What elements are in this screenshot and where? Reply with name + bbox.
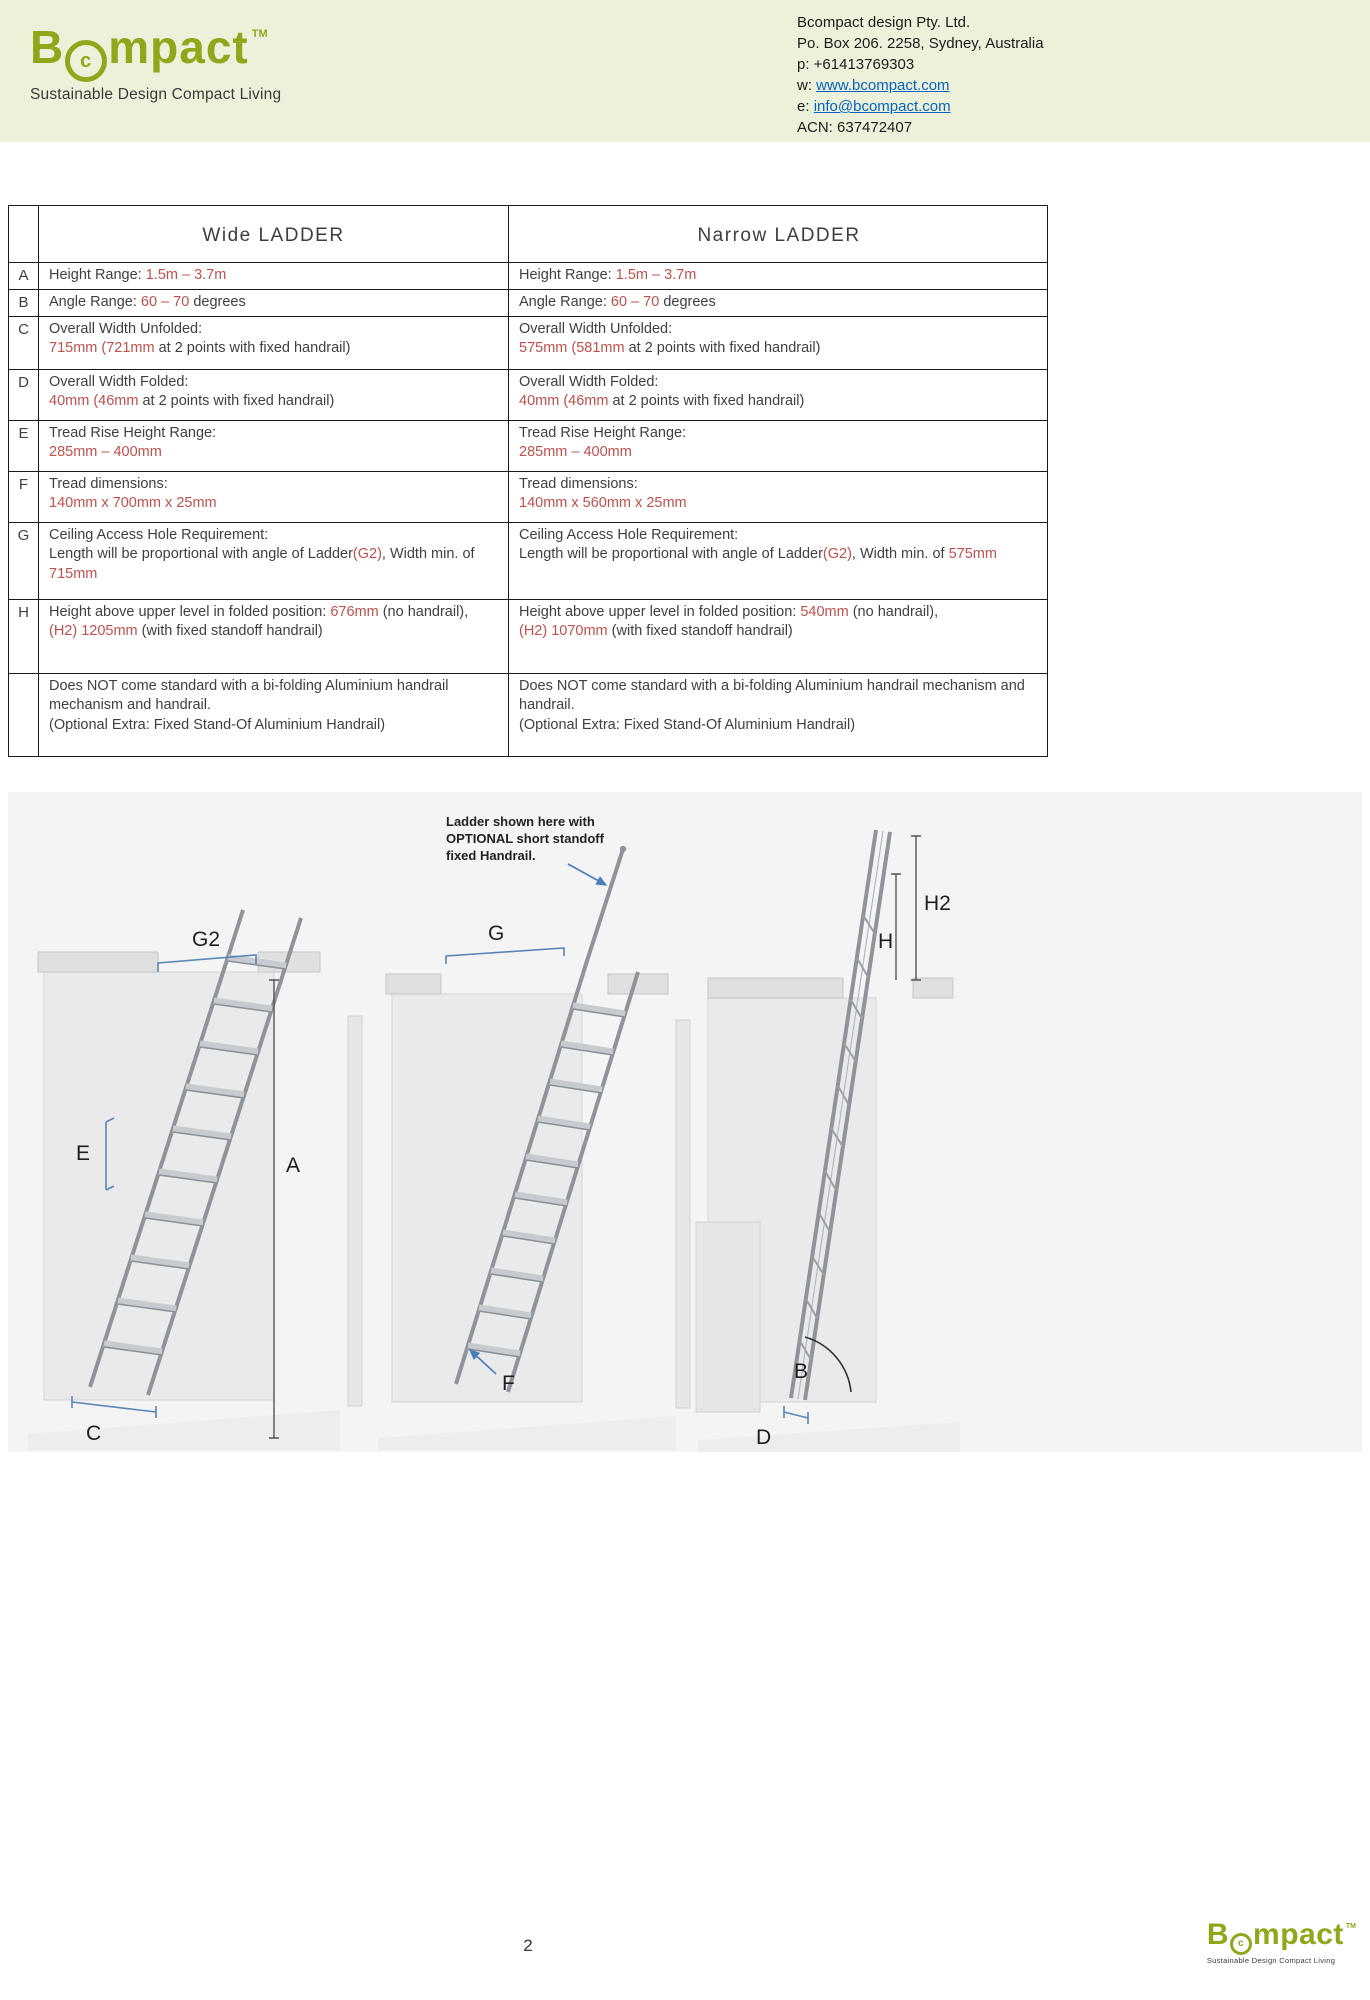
- wordmark-pre: B: [30, 21, 65, 73]
- wordmark-pre: B: [1206, 1918, 1230, 1951]
- footer-brand-tagline: Sustainable Design Compact Living: [1206, 1956, 1336, 1965]
- acn-number: ACN: 637472407: [797, 119, 913, 136]
- web-prefix: w:: [797, 77, 817, 94]
- spec-cell-narrow: Ceiling Access Hole Requirement: Length …: [519, 527, 997, 563]
- dim-label-a: A: [286, 1154, 300, 1177]
- wordmark-post: mpact: [108, 21, 249, 73]
- table-row: H Height above upper level in folded pos…: [9, 599, 1047, 674]
- dimension-marks-left: G2 E A C: [71, 928, 300, 1445]
- dim-label-g2: G2: [192, 928, 220, 951]
- spec-cell-narrow: Does NOT come standard with a bi-folding…: [519, 678, 1025, 733]
- handrail-annotation-line1: Ladder shown here with: [446, 814, 595, 829]
- f-arrow: [468, 1348, 497, 1375]
- spec-cell-wide: Overall Width Folded: 40mm (46mm at 2 po…: [39, 370, 509, 421]
- spec-cell-narrow: Overall Width Folded: 40mm (46mm at 2 po…: [519, 374, 805, 410]
- row-letter: A: [9, 263, 39, 290]
- spec-cell-wide: Tread dimensions: 140mm x 700mm x 25mm: [39, 472, 509, 523]
- page-number: 2: [523, 1936, 533, 1955]
- spec-table: Wide LADDER Narrow LADDER A Height Range…: [8, 205, 1048, 758]
- row-letter: F: [9, 472, 39, 523]
- trademark-mark: TM: [251, 28, 268, 40]
- table-row: F Tread dimensions: 140mm x 700mm x 25mm…: [9, 471, 1047, 523]
- brand-tagline: Sustainable Design Compact Living: [30, 86, 282, 103]
- wordmark-ring-letter: c: [1238, 1938, 1245, 1949]
- room-structure: [28, 951, 960, 1452]
- wide-ladder-header: Wide LADDER: [39, 206, 509, 262]
- table-row: C Overall Width Unfolded: 715mm (721mm a…: [9, 316, 1047, 370]
- spec-cell-wide: Tread Rise Height Range: 285mm – 400mm: [39, 421, 509, 472]
- narrow-ladder-header: Narrow LADDER: [697, 225, 861, 246]
- spec-cell-narrow: Tread dimensions: 140mm x 560mm x 25mm: [519, 476, 687, 512]
- wordmark-post: mpact: [1253, 1918, 1344, 1951]
- row-letter: C: [9, 317, 39, 370]
- spec-cell-wide: Overall Width Unfolded: 715mm (721mm at …: [39, 317, 509, 370]
- annotation-arrow: [567, 863, 608, 886]
- row-letter: [9, 674, 39, 757]
- spec-cell-wide: Height above upper level in folded posit…: [39, 600, 509, 674]
- dim-label-h2: H2: [924, 892, 951, 915]
- spec-cell-wide: Does NOT come standard with a bi-folding…: [39, 674, 509, 757]
- postal-address: Po. Box 206. 2258, Sydney, Australia: [797, 35, 1044, 52]
- logo-ring-icon: c: [65, 40, 108, 82]
- row-letter: D: [9, 370, 39, 421]
- table-row: A Height Range: 1.5m – 3.7m Height Range…: [9, 262, 1047, 290]
- phone-number: p: +61413769303: [797, 56, 915, 73]
- trademark-mark: TM: [1345, 1923, 1356, 1930]
- dim-label-g: G: [488, 922, 504, 945]
- spec-cell-wide: Height Range: 1.5m – 3.7m: [39, 263, 509, 290]
- handrail-annotation-line3: fixed Handrail.: [446, 848, 536, 863]
- row-letter: H: [9, 600, 39, 674]
- handrail-annotation-line2: OPTIONAL short standoff: [446, 831, 605, 846]
- ladders-illustration: G2 E A C Ladder shown here with OPTIONAL…: [28, 814, 960, 1452]
- dimension-marks-right: H2 H B D: [756, 835, 951, 1449]
- contact-info: Bcompact design Pty. Ltd. Po. Box 206. 2…: [797, 12, 1044, 138]
- spec-cell-narrow: Angle Range: 60 – 70 degrees: [519, 294, 716, 311]
- email-line: e: info@bcompact.com: [797, 96, 1044, 117]
- dim-label-d: D: [756, 1426, 771, 1449]
- ladder-diagram: G2 E A C Ladder shown here with OPTIONAL…: [8, 792, 1362, 1452]
- ladder-unfolded-figure: [88, 909, 303, 1396]
- ladder-with-handrail-figure: [454, 845, 640, 1393]
- spec-cell-narrow: Overall Width Unfolded: 575mm (581mm at …: [519, 321, 821, 357]
- row-letter: B: [9, 290, 39, 317]
- spec-cell-narrow: Height above upper level in folded posit…: [519, 604, 939, 640]
- table-row: D Overall Width Folded: 40mm (46mm at 2 …: [9, 369, 1047, 421]
- table-row: B Angle Range: 60 – 70 degrees Angle Ran…: [9, 289, 1047, 317]
- logo-ring-icon: c: [1230, 1933, 1253, 1955]
- row-letter: [9, 206, 39, 262]
- website-link[interactable]: www.bcompact.com: [816, 77, 950, 94]
- email-link[interactable]: info@bcompact.com: [813, 98, 951, 115]
- company-name: Bcompact design Pty. Ltd.: [797, 14, 971, 31]
- spec-cell-wide: Angle Range: 60 – 70 degrees: [39, 290, 509, 317]
- row-letter: G: [9, 523, 39, 600]
- dim-label-b: B: [794, 1360, 808, 1383]
- dim-label-h: H: [878, 930, 893, 953]
- row-letter: E: [9, 421, 39, 472]
- ladder-folded-figure: [789, 829, 892, 1401]
- table-header-row: Wide LADDER Narrow LADDER: [9, 206, 1047, 262]
- dim-label-c: C: [86, 1422, 101, 1445]
- table-row: G Ceiling Access Hole Requirement: Lengt…: [9, 522, 1047, 600]
- email-prefix: e:: [797, 98, 814, 115]
- wordmark-ring-letter: c: [80, 50, 93, 72]
- dim-label-f: F: [502, 1372, 515, 1395]
- spec-cell-narrow: Height Range: 1.5m – 3.7m: [519, 267, 697, 283]
- dim-label-e: E: [76, 1142, 90, 1165]
- dimension-marks-middle: Ladder shown here with OPTIONAL short st…: [445, 814, 608, 1395]
- spec-cell-narrow: Tread Rise Height Range: 285mm – 400mm: [519, 425, 687, 461]
- table-row: Does NOT come standard with a bi-folding…: [9, 673, 1047, 757]
- table-row: E Tread Rise Height Range: 285mm – 400mm…: [9, 420, 1047, 472]
- website-line: w: www.bcompact.com: [797, 75, 1044, 96]
- spec-cell-wide: Ceiling Access Hole Requirement: Length …: [39, 523, 509, 600]
